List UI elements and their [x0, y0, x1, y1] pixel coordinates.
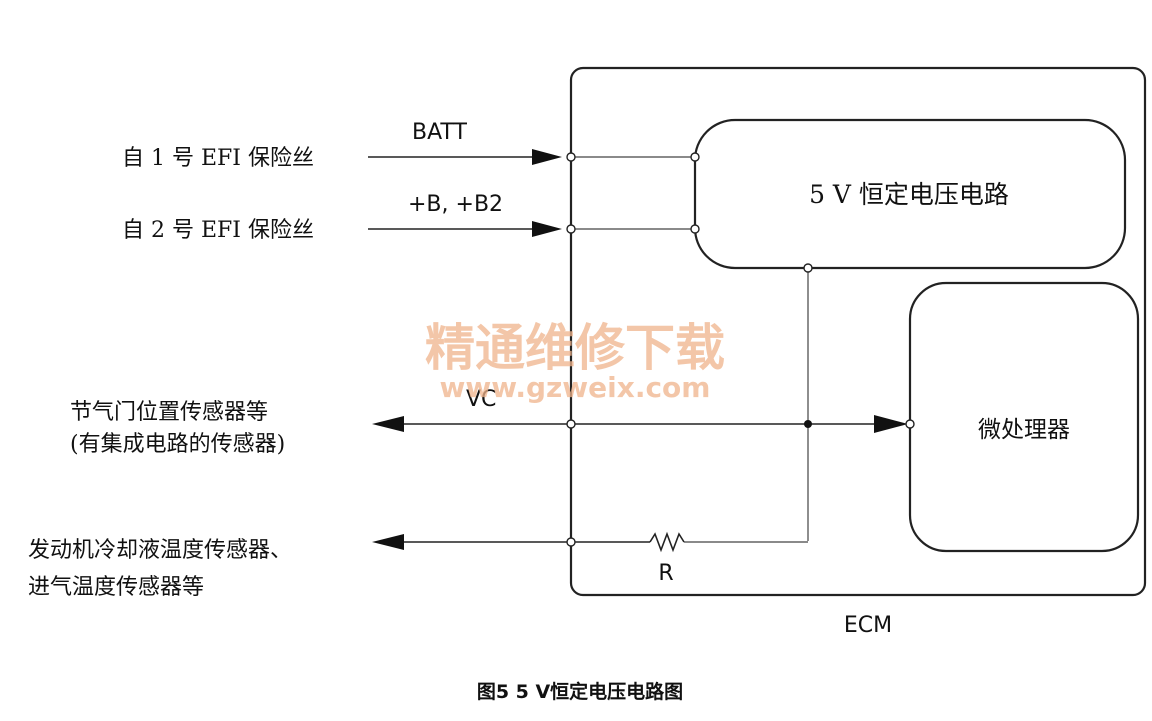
regulator-block: [693, 118, 1127, 270]
coolant-label-line1: 发动机冷却液温度传感器、: [28, 538, 292, 563]
ecm-label: ECM: [844, 613, 892, 638]
watermark-title: 精通维修下载: [425, 319, 725, 377]
node-batt-reg: [690, 152, 700, 162]
resistor-symbol: [649, 531, 685, 553]
node-reg-out: [803, 263, 813, 273]
node-vc-micro: [905, 419, 915, 429]
vc-junction-dot: [804, 420, 812, 428]
batt-arrow: [532, 149, 562, 165]
b-arrow: [532, 221, 562, 237]
vc-label: VC: [466, 387, 496, 412]
microprocessor-block: [908, 281, 1140, 553]
regulator-label: 5 V 恒定电压电路: [809, 180, 1009, 209]
throttle-label-line1: 节气门位置传感器等: [70, 400, 268, 425]
node-b-reg: [690, 224, 700, 234]
fuse2-label: 自 2 号 EFI 保险丝: [122, 218, 314, 243]
node-vc-ecm: [566, 419, 576, 429]
resistor-label: R: [658, 561, 673, 586]
vc-out-arrow: [372, 416, 404, 432]
watermark-url: www.gzweix.com: [440, 371, 711, 404]
microprocessor-label: 微处理器: [978, 417, 1070, 443]
r-out-arrow: [372, 534, 404, 550]
batt-label: BATT: [412, 120, 467, 145]
node-batt-ecm: [566, 152, 576, 162]
coolant-label-line2: 进气温度传感器等: [28, 575, 204, 600]
node-b-ecm: [566, 224, 576, 234]
figure-caption: 图5 5 V恒定电压电路图: [477, 680, 683, 703]
b-b2-label: +B, +B2: [408, 192, 503, 217]
vc-to-micro-arrow: [874, 415, 908, 433]
node-r-ecm: [566, 537, 576, 547]
fuse1-label: 自 1 号 EFI 保险丝: [122, 146, 314, 171]
ecm-box: [569, 66, 1147, 597]
throttle-label-line2: (有集成电路的传感器): [70, 432, 285, 457]
